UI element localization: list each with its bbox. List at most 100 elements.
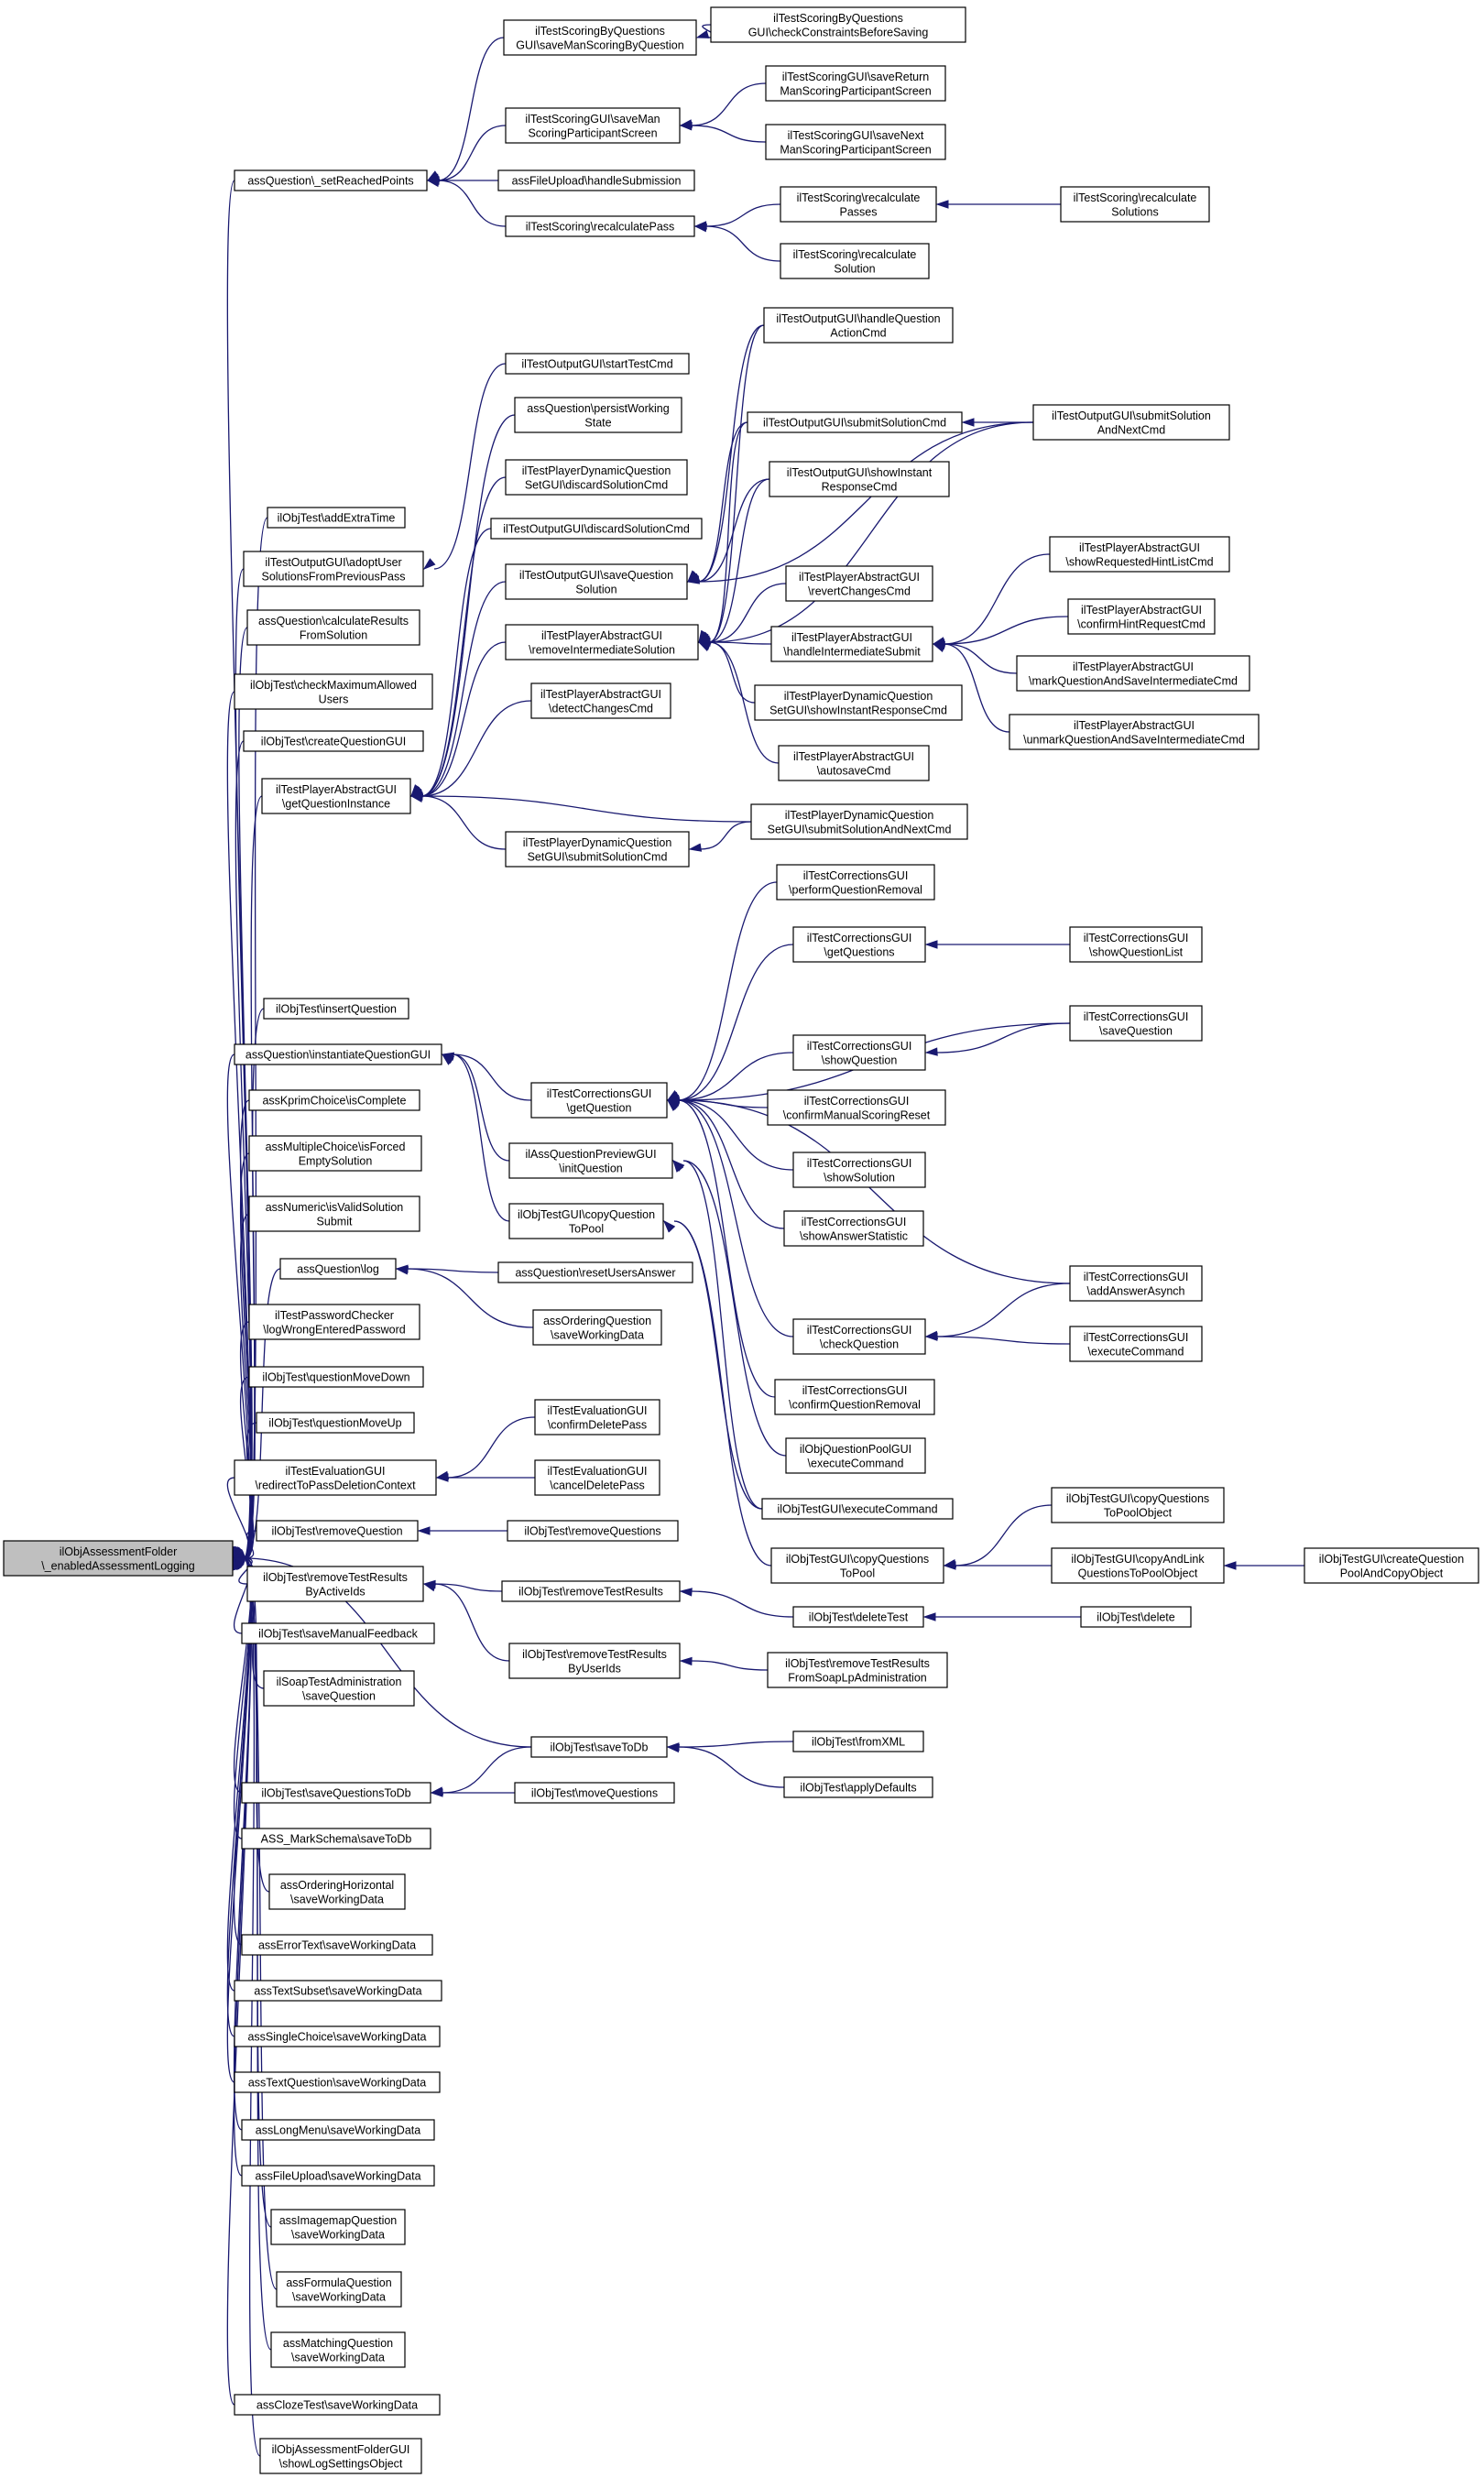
node-fileUploadHandle[interactable]: assFileUpload\handleSubmission	[497, 169, 695, 191]
node-removeInter[interactable]: ilTestPlayerAbstractGUI\removeIntermedia…	[505, 624, 699, 660]
node-formula[interactable]: assFormulaQuestion\saveWorkingData	[276, 2271, 402, 2308]
node-dynDiscard[interactable]: ilTestPlayerDynamicQuestionSetGUI\discar…	[505, 459, 688, 496]
node-corrGetQuestions[interactable]: ilTestCorrectionsGUI\getQuestions	[792, 926, 926, 963]
node-corrExec[interactable]: ilTestCorrectionsGUI\executeCommand	[1069, 1326, 1203, 1362]
node-corrAddAns[interactable]: ilTestCorrectionsGUI\addAnswerAsynch	[1069, 1265, 1203, 1302]
node-markSchema[interactable]: ASS_MarkSchema\saveToDb	[241, 1828, 431, 1850]
node-fromXML[interactable]: ilObjTest\fromXML	[792, 1730, 924, 1752]
node-saveManFeedback[interactable]: ilObjTest\saveManualFeedback	[241, 1622, 435, 1644]
node-orderingHoriz[interactable]: assOrderingHorizontal\saveWorkingData	[268, 1873, 406, 1910]
node-createQPool[interactable]: ilObjTestGUI\createQuestionPoolAndCopyOb…	[1304, 1547, 1479, 1584]
node-corrShowSol[interactable]: ilTestCorrectionsGUI\showSolution	[792, 1152, 926, 1188]
node-scoringByQ[interactable]: ilTestScoringByQuestionsGUI\saveManScori…	[503, 19, 697, 56]
node-textQuestion[interactable]: assTextQuestion\saveWorkingData	[234, 2071, 441, 2093]
node-qMoveDown[interactable]: ilObjTest\questionMoveDown	[248, 1366, 424, 1388]
node-insertQ[interactable]: ilObjTest\insertQuestion	[263, 998, 409, 1020]
node-revertChanges[interactable]: ilTestPlayerAbstractGUI\revertChangesCmd	[785, 565, 933, 602]
node-cloze[interactable]: assClozeTest\saveWorkingData	[234, 2394, 441, 2416]
node-setReached[interactable]: assQuestion\_setReachedPoints	[234, 169, 428, 191]
node-imagemap[interactable]: assImagemapQuestion\saveWorkingData	[270, 2209, 406, 2245]
node-adoptUser[interactable]: ilTestOutputGUI\adoptUserSolutionsFromPr…	[243, 551, 424, 587]
node-evalRedirect[interactable]: ilTestEvaluationGUI\redirectToPassDeleti…	[234, 1459, 437, 1496]
node-orderingSave[interactable]: assOrderingQuestion\saveWorkingData	[532, 1309, 662, 1346]
node-getQInstance[interactable]: ilTestPlayerAbstractGUI\getQuestionInsta…	[261, 778, 411, 814]
node-applyDefaults[interactable]: ilObjTest\applyDefaults	[783, 1776, 933, 1798]
node-saveReturn[interactable]: ilTestScoringGUI\saveReturnManScoringPar…	[765, 65, 946, 102]
node-testGUIExec[interactable]: ilObjTestGUI\executeCommand	[761, 1498, 954, 1520]
node-saveQsToDb[interactable]: ilObjTest\saveQuestionsToDb	[241, 1782, 431, 1804]
node-errorText[interactable]: assErrorText\saveWorkingData	[241, 1934, 433, 1956]
node-dynSubmitNext[interactable]: ilTestPlayerDynamicQuestionSetGUI\submit…	[750, 803, 968, 840]
node-dynSubmit[interactable]: ilTestPlayerDynamicQuestionSetGUI\submit…	[505, 831, 690, 868]
node-removeQuestions[interactable]: ilObjTest\removeQuestions	[507, 1520, 679, 1542]
node-moveQuestions[interactable]: ilObjTest\moveQuestions	[514, 1782, 675, 1804]
node-removeQuestion[interactable]: ilObjTest\removeQuestion	[256, 1520, 419, 1542]
node-instQGUI[interactable]: assQuestion\instantiateQuestionGUI	[234, 1043, 442, 1065]
node-corrShowStat[interactable]: ilTestCorrectionsGUI\showAnswerStatistic	[783, 1210, 924, 1247]
node-confirmHint[interactable]: ilTestPlayerAbstractGUI\confirmHintReque…	[1067, 598, 1216, 635]
node-corrGetQ[interactable]: ilTestCorrectionsGUI\getQuestion	[530, 1082, 668, 1119]
node-showReqHint[interactable]: ilTestPlayerAbstractGUI\showRequestedHin…	[1049, 536, 1230, 573]
node-handleInter[interactable]: ilTestPlayerAbstractGUI\handleIntermedia…	[770, 626, 933, 662]
node-submitSolutionCmd[interactable]: ilTestOutputGUI\submitSolutionCmd	[747, 411, 963, 433]
node-recalcPass[interactable]: ilTestScoring\recalculatePass	[505, 215, 695, 237]
node-showInstant[interactable]: ilTestOutputGUI\showInstantResponseCmd	[769, 461, 950, 497]
node-soapSaveQ[interactable]: ilSoapTestAdministration\saveQuestion	[263, 1670, 415, 1707]
node-longMenu[interactable]: assLongMenu\saveWorkingData	[241, 2119, 435, 2141]
node-evalConfirmDel[interactable]: ilTestEvaluationGUI\confirmDeletePass	[534, 1399, 660, 1436]
node-removeTR[interactable]: ilObjTest\removeTestResults	[501, 1580, 681, 1602]
node-corrConfirmReset[interactable]: ilTestCorrectionsGUI\confirmManualScorin…	[767, 1089, 946, 1126]
node-resetUsersAns[interactable]: assQuestion\resetUsersAnswer	[497, 1261, 693, 1283]
node-detectChanges[interactable]: ilTestPlayerAbstractGUI\detectChangesCmd	[530, 682, 671, 719]
node-perfQRemoval[interactable]: ilTestCorrectionsGUI\performQuestionRemo…	[776, 864, 935, 901]
node-qMoveUp[interactable]: ilObjTest\questionMoveUp	[256, 1412, 415, 1434]
node-deleteTest[interactable]: ilObjTest\deleteTest	[792, 1606, 924, 1628]
node-root[interactable]: ilObjAssessmentFolder\_enabledAssessment…	[3, 1540, 234, 1577]
node-startTest[interactable]: ilTestOutputGUI\startTestCmd	[505, 353, 690, 375]
node-removeTRSoap[interactable]: ilObjTest\removeTestResultsFromSoapLpAdm…	[767, 1652, 948, 1688]
node-autosave[interactable]: ilTestPlayerAbstractGUI\autosaveCmd	[778, 745, 930, 781]
node-corrShowQList[interactable]: ilTestCorrectionsGUI\showQuestionList	[1069, 926, 1203, 963]
node-corrConfirmRemoval[interactable]: ilTestCorrectionsGUI\confirmQuestionRemo…	[774, 1379, 935, 1415]
node-singleChoice[interactable]: assSingleChoice\saveWorkingData	[234, 2025, 441, 2047]
node-saveNext[interactable]: ilTestScoringGUI\saveNextManScoringParti…	[765, 124, 946, 160]
node-createQGUI[interactable]: ilObjTest\createQuestionGUI	[243, 730, 424, 752]
node-checkConstr[interactable]: ilTestScoringByQuestionsGUI\checkConstra…	[710, 6, 966, 43]
node-dynShowInstant[interactable]: ilTestPlayerDynamicQuestionSetGUI\showIn…	[754, 684, 963, 721]
node-corrCheckQ[interactable]: ilTestCorrectionsGUI\checkQuestion	[792, 1318, 926, 1355]
node-saveManScoring[interactable]: ilTestScoringGUI\saveManScoringParticipa…	[505, 107, 681, 144]
node-evalCancelDel[interactable]: ilTestEvaluationGUI\cancelDeletePass	[534, 1459, 660, 1496]
node-markQ[interactable]: ilTestPlayerAbstractGUI\markQuestionAndS…	[1016, 655, 1250, 692]
node-corrShowQ[interactable]: ilTestCorrectionsGUI\showQuestion	[792, 1034, 926, 1071]
node-outDiscard[interactable]: ilTestOutputGUI\discardSolutionCmd	[490, 518, 703, 540]
node-kprim[interactable]: assKprimChoice\isComplete	[248, 1089, 420, 1111]
node-delete[interactable]: ilObjTest\delete	[1080, 1606, 1192, 1628]
node-submitSolutionNext[interactable]: ilTestOutputGUI\submitSolutionAndNextCmd	[1032, 404, 1230, 441]
node-addExtraTime[interactable]: ilObjTest\addExtraTime	[267, 507, 406, 529]
node-matching[interactable]: assMatchingQuestion\saveWorkingData	[270, 2331, 406, 2368]
node-qLog[interactable]: assQuestion\log	[279, 1258, 397, 1280]
node-textSubset[interactable]: assTextSubset\saveWorkingData	[234, 1980, 442, 2002]
node-fileUploadSave[interactable]: assFileUpload\saveWorkingData	[241, 2165, 435, 2187]
node-poolExec[interactable]: ilObjQuestionPoolGUI\executeCommand	[785, 1437, 926, 1474]
node-logSettings[interactable]: ilObjAssessmentFolderGUI\showLogSettings…	[259, 2438, 422, 2474]
node-corrSaveQ[interactable]: ilTestCorrectionsGUI\saveQuestion	[1069, 1005, 1203, 1042]
node-unmarkQ[interactable]: ilTestPlayerAbstractGUI\unmarkQuestionAn…	[1009, 714, 1260, 750]
node-previewInit[interactable]: ilAssQuestionPreviewGUI\initQuestion	[508, 1142, 673, 1179]
node-pwdChecker[interactable]: ilTestPasswordChecker\logWrongEnteredPas…	[248, 1304, 420, 1340]
